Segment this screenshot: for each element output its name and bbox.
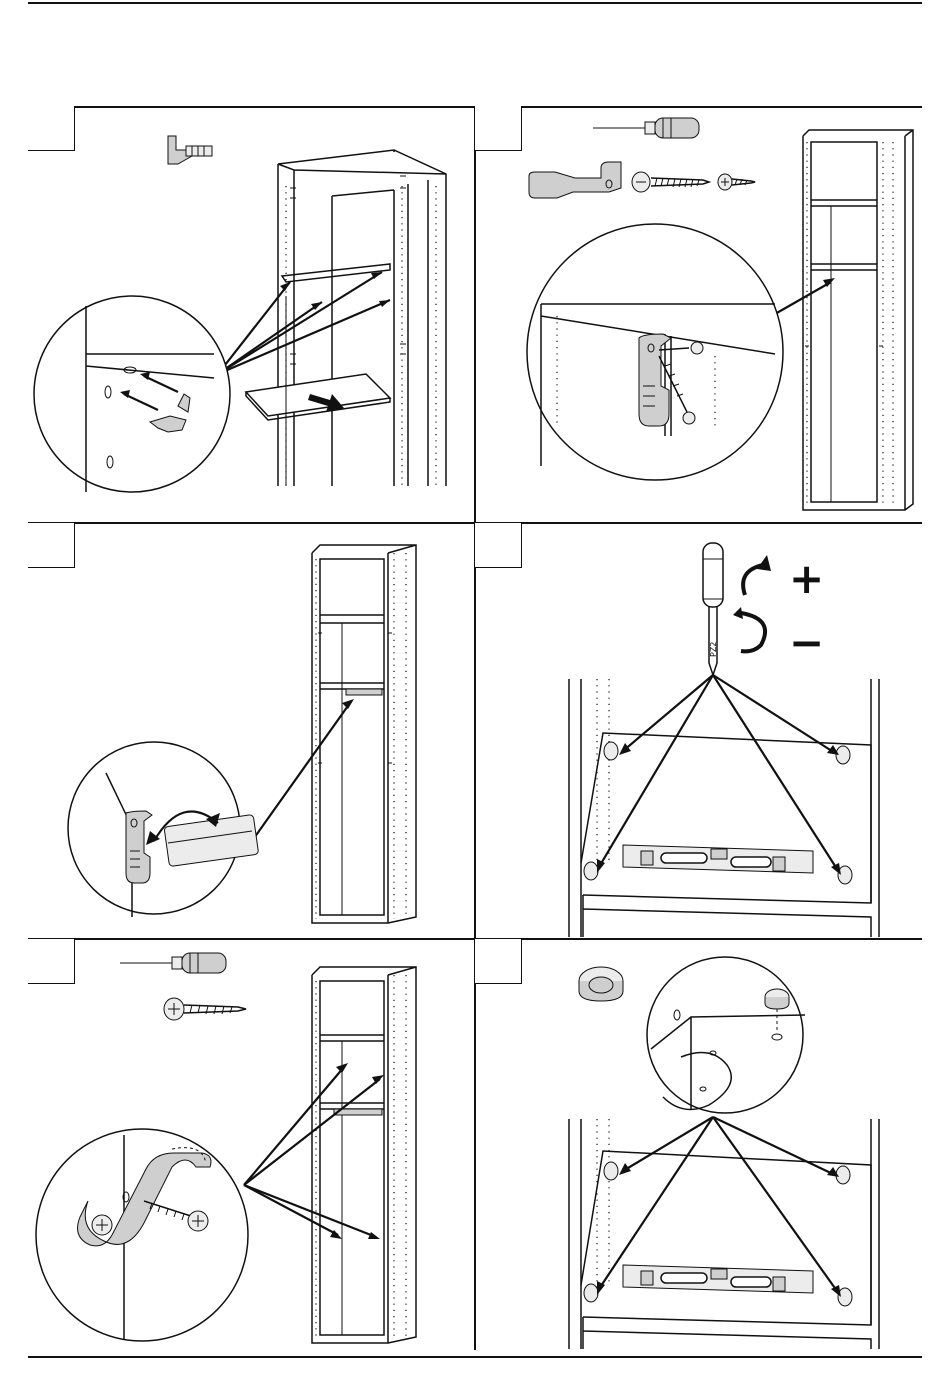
bottom-rule (28, 1356, 922, 1358)
step-2-illustration (475, 106, 922, 522)
step-5-panel (28, 939, 475, 1350)
plus-sign: + (789, 554, 824, 603)
cabinet-base-drawing (569, 1119, 879, 1349)
tool-label: PZ2 (709, 642, 718, 657)
screw-icon (164, 998, 246, 1020)
pz2-screwdriver-icon: PZ2 (703, 543, 723, 675)
step-1-arrow-d (218, 300, 390, 374)
short-screw-icon (718, 174, 755, 190)
step-1-panel (28, 106, 475, 522)
step-1-arrow-c (218, 272, 382, 374)
cover-cap-icon (579, 967, 623, 1001)
top-rule (28, 2, 922, 4)
rotate-plus-icon: + (743, 554, 824, 603)
step-6-arrow-a (623, 1117, 713, 1171)
step-1-arrow-a (218, 282, 290, 374)
long-screw-icon (632, 172, 709, 192)
step-3-panel (28, 523, 475, 938)
cabinet-drawing (803, 130, 913, 510)
spirit-level-icon (623, 1265, 813, 1293)
step-4-arrow-c (599, 675, 713, 867)
minus-sign: − (789, 618, 824, 667)
step-6-arrow-b (713, 1117, 835, 1175)
instruction-grid: PZ2 + − (28, 106, 922, 1350)
step-4-illustration: PZ2 + − (475, 523, 922, 938)
step-5-arrow-a (244, 1067, 344, 1185)
step-1-zoom-circle (34, 296, 230, 492)
rail-bracket-icon (529, 162, 621, 198)
spirit-level-icon (623, 845, 813, 873)
step-6-illustration (475, 939, 922, 1350)
step-3-illustration (28, 523, 475, 938)
step-6-panel (475, 939, 922, 1350)
step-6-zoom-circle (647, 957, 805, 1113)
step-1-illustration (28, 106, 475, 522)
shelf-pin-icon (168, 136, 212, 164)
step-5-arrow-c (244, 1185, 338, 1235)
step-3-zoom-circle (68, 742, 259, 917)
cabinet-base-drawing (569, 679, 879, 938)
step-5-zoom-circle (36, 1129, 248, 1341)
screwdriver-icon (120, 953, 226, 973)
step-2-panel (475, 106, 922, 522)
step-4-arrow-a (623, 675, 713, 751)
screwdriver-icon (593, 118, 699, 138)
cabinet-drawing (312, 967, 416, 1343)
step-5-arrow-d (244, 1185, 376, 1237)
step-4-panel: PZ2 + − (475, 523, 922, 938)
step-2-zoom-circle (527, 224, 783, 480)
step-5-illustration (28, 939, 475, 1350)
step-4-arrow-d (713, 675, 837, 869)
step-3-arrow (242, 703, 350, 855)
rotate-minus-icon: − (733, 607, 824, 667)
step-6-arrow-d (713, 1117, 837, 1291)
step-6-arrow-c (599, 1117, 713, 1289)
